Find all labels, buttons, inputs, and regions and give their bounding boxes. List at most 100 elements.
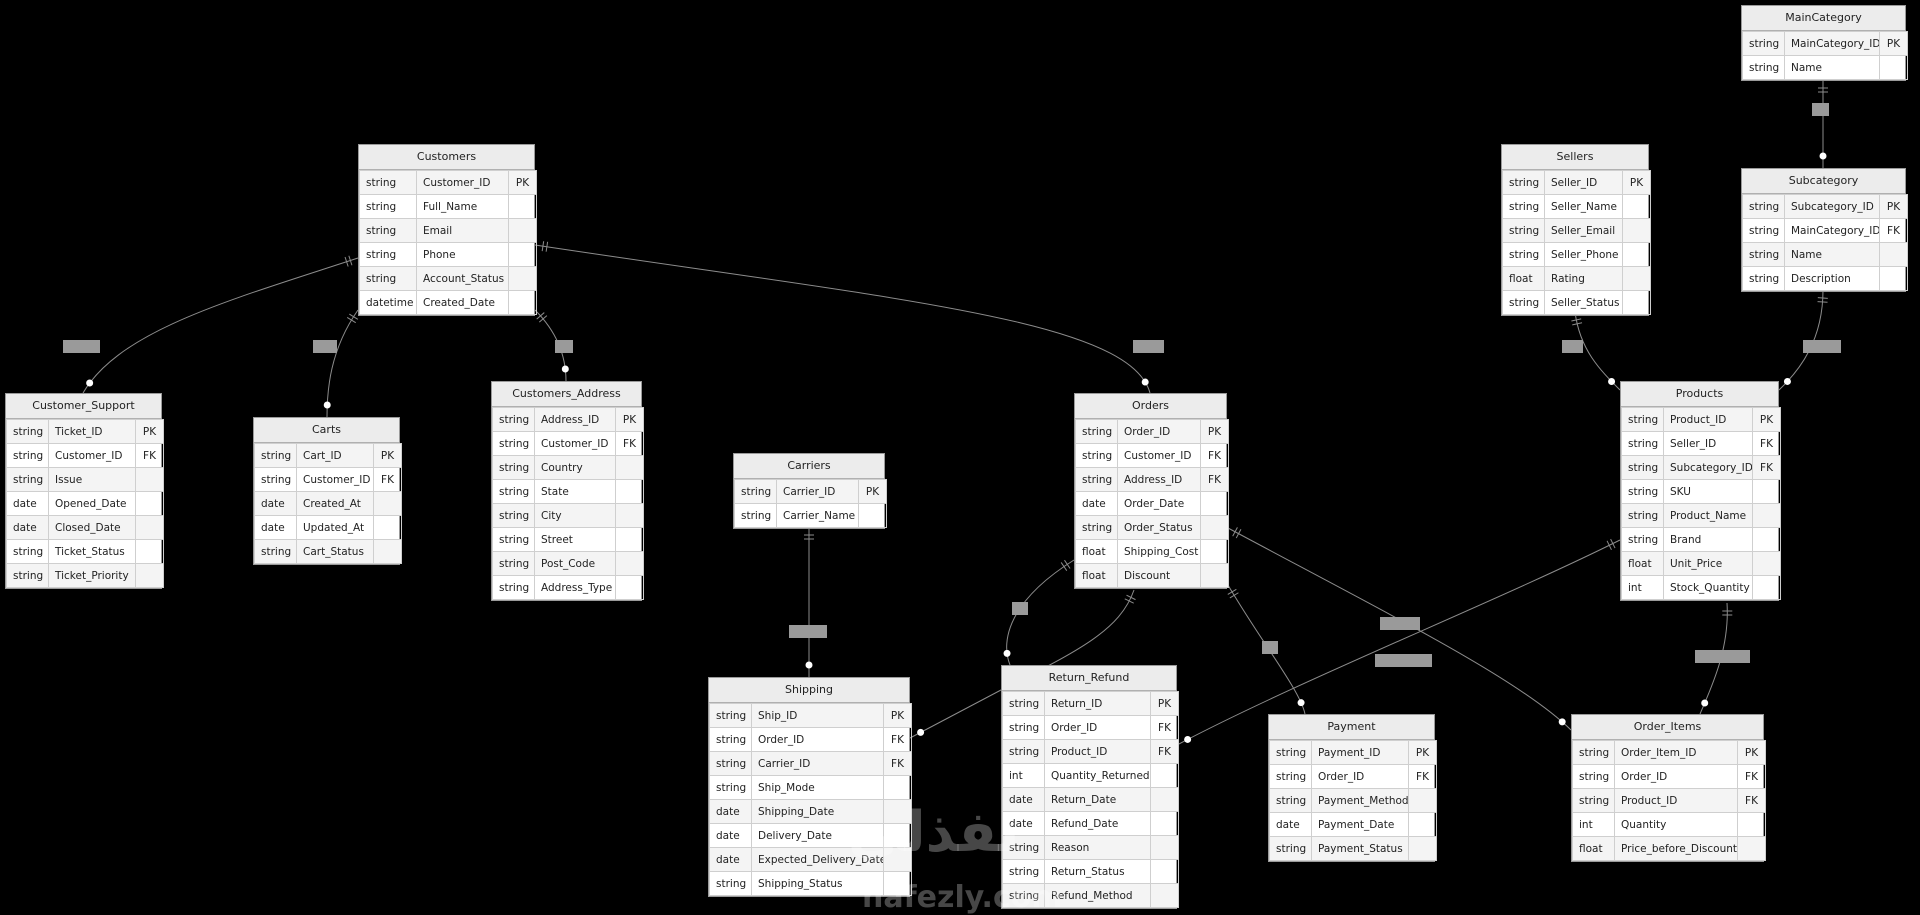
cardinality-one-tick: [1228, 589, 1237, 594]
attribute-key: [1623, 219, 1651, 243]
attribute-type: string: [360, 267, 417, 291]
attribute-key: [616, 456, 644, 480]
entity-title: Orders: [1075, 394, 1226, 419]
attribute-name: Ticket_ID: [49, 420, 136, 444]
attribute-key: [509, 267, 537, 291]
attribute-key: [1201, 564, 1229, 588]
attribute-name: Description: [1785, 267, 1880, 291]
relationship-label-box: [63, 340, 100, 353]
attribute-key: [1623, 195, 1651, 219]
attribute-type: string: [710, 704, 752, 728]
cardinality-one-tick: [1236, 529, 1241, 538]
attribute-name: Payment_Date: [1312, 813, 1409, 837]
relationship-sellers-products: [1562, 312, 1620, 390]
attribute-type: string: [1622, 504, 1664, 528]
attribute-type: string: [493, 408, 535, 432]
cardinality-one-tick: [1061, 562, 1067, 570]
attribute-name: Customer_ID: [297, 468, 374, 492]
attribute-key: FK: [136, 444, 164, 468]
attribute-type: string: [255, 540, 297, 564]
attribute-name: Ticket_Priority: [49, 564, 136, 588]
entity-title: Carts: [254, 418, 399, 443]
attribute-name: Order_Date: [1118, 492, 1201, 516]
attribute-type: string: [1622, 456, 1664, 480]
attribute-key: FK: [1753, 456, 1781, 480]
attribute-key: FK: [1151, 716, 1179, 740]
relationship-label-box: [555, 340, 573, 353]
attribute-type: string: [7, 468, 49, 492]
attribute-key: [1151, 764, 1179, 788]
cardinality-one-tick: [1125, 599, 1134, 603]
attribute-name: Product_ID: [1615, 789, 1738, 813]
attribute-type: string: [493, 456, 535, 480]
attribute-type: string: [1573, 741, 1615, 765]
attribute-key: [1753, 480, 1781, 504]
entity-title: Shipping: [709, 678, 909, 703]
attribute-name: Order_Item_ID: [1615, 741, 1738, 765]
attribute-type: string: [1622, 432, 1664, 456]
attribute-key: [616, 552, 644, 576]
attribute-type: string: [1503, 195, 1545, 219]
attribute-name: Product_Name: [1664, 504, 1753, 528]
attribute-type: string: [493, 552, 535, 576]
attribute-key: [1151, 812, 1179, 836]
attribute-key: PK: [509, 171, 537, 195]
attribute-name: Return_Date: [1045, 788, 1151, 812]
cardinality-one-tick: [1611, 539, 1615, 548]
relationship-label-box: [1012, 602, 1028, 615]
cardinality-one-tick: [347, 317, 356, 322]
attribute-type: string: [1503, 171, 1545, 195]
attribute-name: Phone: [417, 243, 509, 267]
entity-title: MainCategory: [1742, 6, 1905, 31]
attribute-key: FK: [1201, 468, 1229, 492]
attribute-name: Return_ID: [1045, 692, 1151, 716]
attribute-key: [1753, 504, 1781, 528]
attribute-type: float: [1573, 837, 1615, 861]
attribute-type: string: [1003, 692, 1045, 716]
relationship-label-box: [1812, 103, 1829, 116]
relationship-orders-return_refund: [1004, 560, 1074, 665]
cardinality-one-tick: [349, 314, 358, 319]
relationship-label-box: [789, 625, 827, 638]
attribute-key: [509, 243, 537, 267]
attribute-type: float: [1622, 552, 1664, 576]
attribute-name: Payment_Method: [1312, 789, 1409, 813]
attribute-key: [136, 468, 164, 492]
attribute-key: PK: [1738, 741, 1766, 765]
entity-title: Sellers: [1502, 145, 1648, 170]
